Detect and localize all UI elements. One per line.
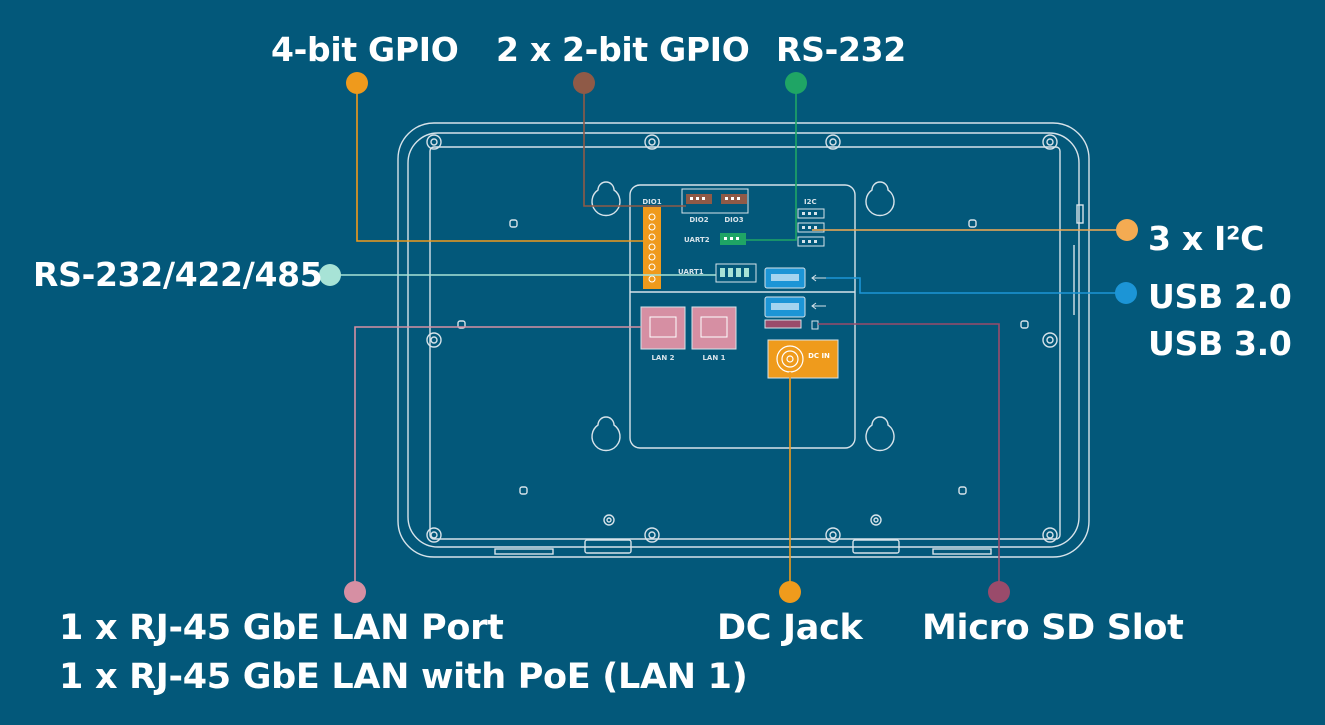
gpio4-dot (346, 72, 368, 94)
keyhole-icon (865, 181, 895, 217)
rs485-label: RS-232/422/485 (33, 255, 323, 294)
screw-icon (603, 514, 615, 526)
screw-icon (825, 134, 841, 150)
rs232-label: RS-232 (776, 30, 906, 69)
screw-icon (644, 134, 660, 150)
mount-keyholes (591, 181, 895, 452)
dcjack-dot (779, 581, 801, 603)
dio3-label: DIO3 (724, 216, 743, 224)
usb3-label: USB 3.0 (1148, 324, 1292, 363)
device-inner-frame (407, 132, 1080, 548)
microsd-dot (988, 581, 1010, 603)
keyhole-icon (591, 416, 621, 452)
device-back-panel (429, 146, 1061, 540)
screw-icon (426, 527, 442, 543)
screw-icon (1020, 320, 1029, 329)
screw-icon (426, 332, 442, 348)
lan2-label: LAN 2 (651, 354, 674, 362)
rs485-dot (319, 264, 341, 286)
dio1-terminal: DIO1 (642, 198, 662, 289)
bottom-clip-right (852, 539, 900, 554)
screw-icon (870, 514, 882, 526)
leader-usb (826, 277, 1126, 294)
gpio4-label: 4-bit GPIO (271, 30, 459, 69)
screw-icon (509, 219, 518, 228)
screw-icon (519, 486, 528, 495)
i2c-label: 3 x I²C (1148, 219, 1265, 258)
lan2-port (640, 306, 686, 350)
dio1-label: DIO1 (642, 198, 661, 206)
screws (426, 134, 1058, 543)
usb-icon (811, 274, 826, 282)
leader-gpio2 (583, 83, 686, 207)
bottom-clip-left (584, 539, 632, 554)
microsd-block (764, 319, 802, 329)
dio2-label: DIO2 (689, 216, 708, 224)
screw-icon (1042, 527, 1058, 543)
lan-port-label: 1 x RJ-45 GbE LAN Port (59, 608, 504, 648)
uart2-label: UART2 (684, 236, 710, 244)
rs232-dot (785, 72, 807, 94)
bottom-vent-left (494, 548, 554, 555)
io-panel (629, 184, 856, 449)
keyhole-icon (865, 416, 895, 452)
screw-icon (825, 527, 841, 543)
uart1-label: UART1 (678, 268, 704, 276)
leader-gpio4 (356, 83, 643, 242)
usb2-label: USB 2.0 (1148, 277, 1292, 316)
dc-in-label: DC IN (808, 352, 830, 360)
device-outline (397, 122, 1090, 558)
gpio2-dot (573, 72, 595, 94)
leader-lines (330, 83, 1127, 592)
screw-icon (426, 134, 442, 150)
leader-rs232 (746, 83, 797, 241)
lan1-label: LAN 1 (702, 354, 725, 362)
microsd-slot (764, 319, 819, 330)
keyhole-icon (591, 181, 621, 217)
callout-dots (319, 72, 1138, 603)
i2c-board-label: I2C (804, 198, 817, 206)
lan-poe-label: 1 x RJ-45 GbE LAN with PoE (LAN 1) (59, 657, 748, 697)
usb-dot (1115, 282, 1137, 304)
screw-icon (644, 527, 660, 543)
side-button (1076, 204, 1084, 224)
dc-jack: DC IN (767, 339, 839, 379)
gpio2-label: 2 x 2-bit GPIO (496, 30, 750, 69)
lan-ports: LAN 2 LAN 1 (640, 306, 737, 362)
i2c-dot (1116, 219, 1138, 241)
dio1-block (643, 207, 661, 289)
i2c-headers: I2C (797, 198, 825, 247)
device-outer-frame (397, 122, 1090, 558)
usb-icon (811, 302, 826, 310)
bottom-vent-right (932, 548, 992, 555)
screw-icon (968, 219, 977, 228)
leader-microsd (818, 323, 1000, 592)
screw-icon (958, 486, 967, 495)
usb-ports (764, 267, 826, 318)
dio2-dio3-connectors: DIO2 DIO3 (681, 188, 749, 224)
lan1-port (691, 306, 737, 350)
screw-icon (1042, 332, 1058, 348)
screw-icon (457, 320, 466, 329)
screw-icon (1042, 134, 1058, 150)
uart1-connector: UART1 (678, 263, 757, 283)
sd-card-icon (811, 320, 819, 330)
microsd-label: Micro SD Slot (922, 608, 1184, 648)
uart2-connector: UART2 (684, 233, 746, 245)
lan-dot (344, 581, 366, 603)
leader-lan (354, 326, 641, 592)
dcjack-label: DC Jack (717, 608, 863, 648)
